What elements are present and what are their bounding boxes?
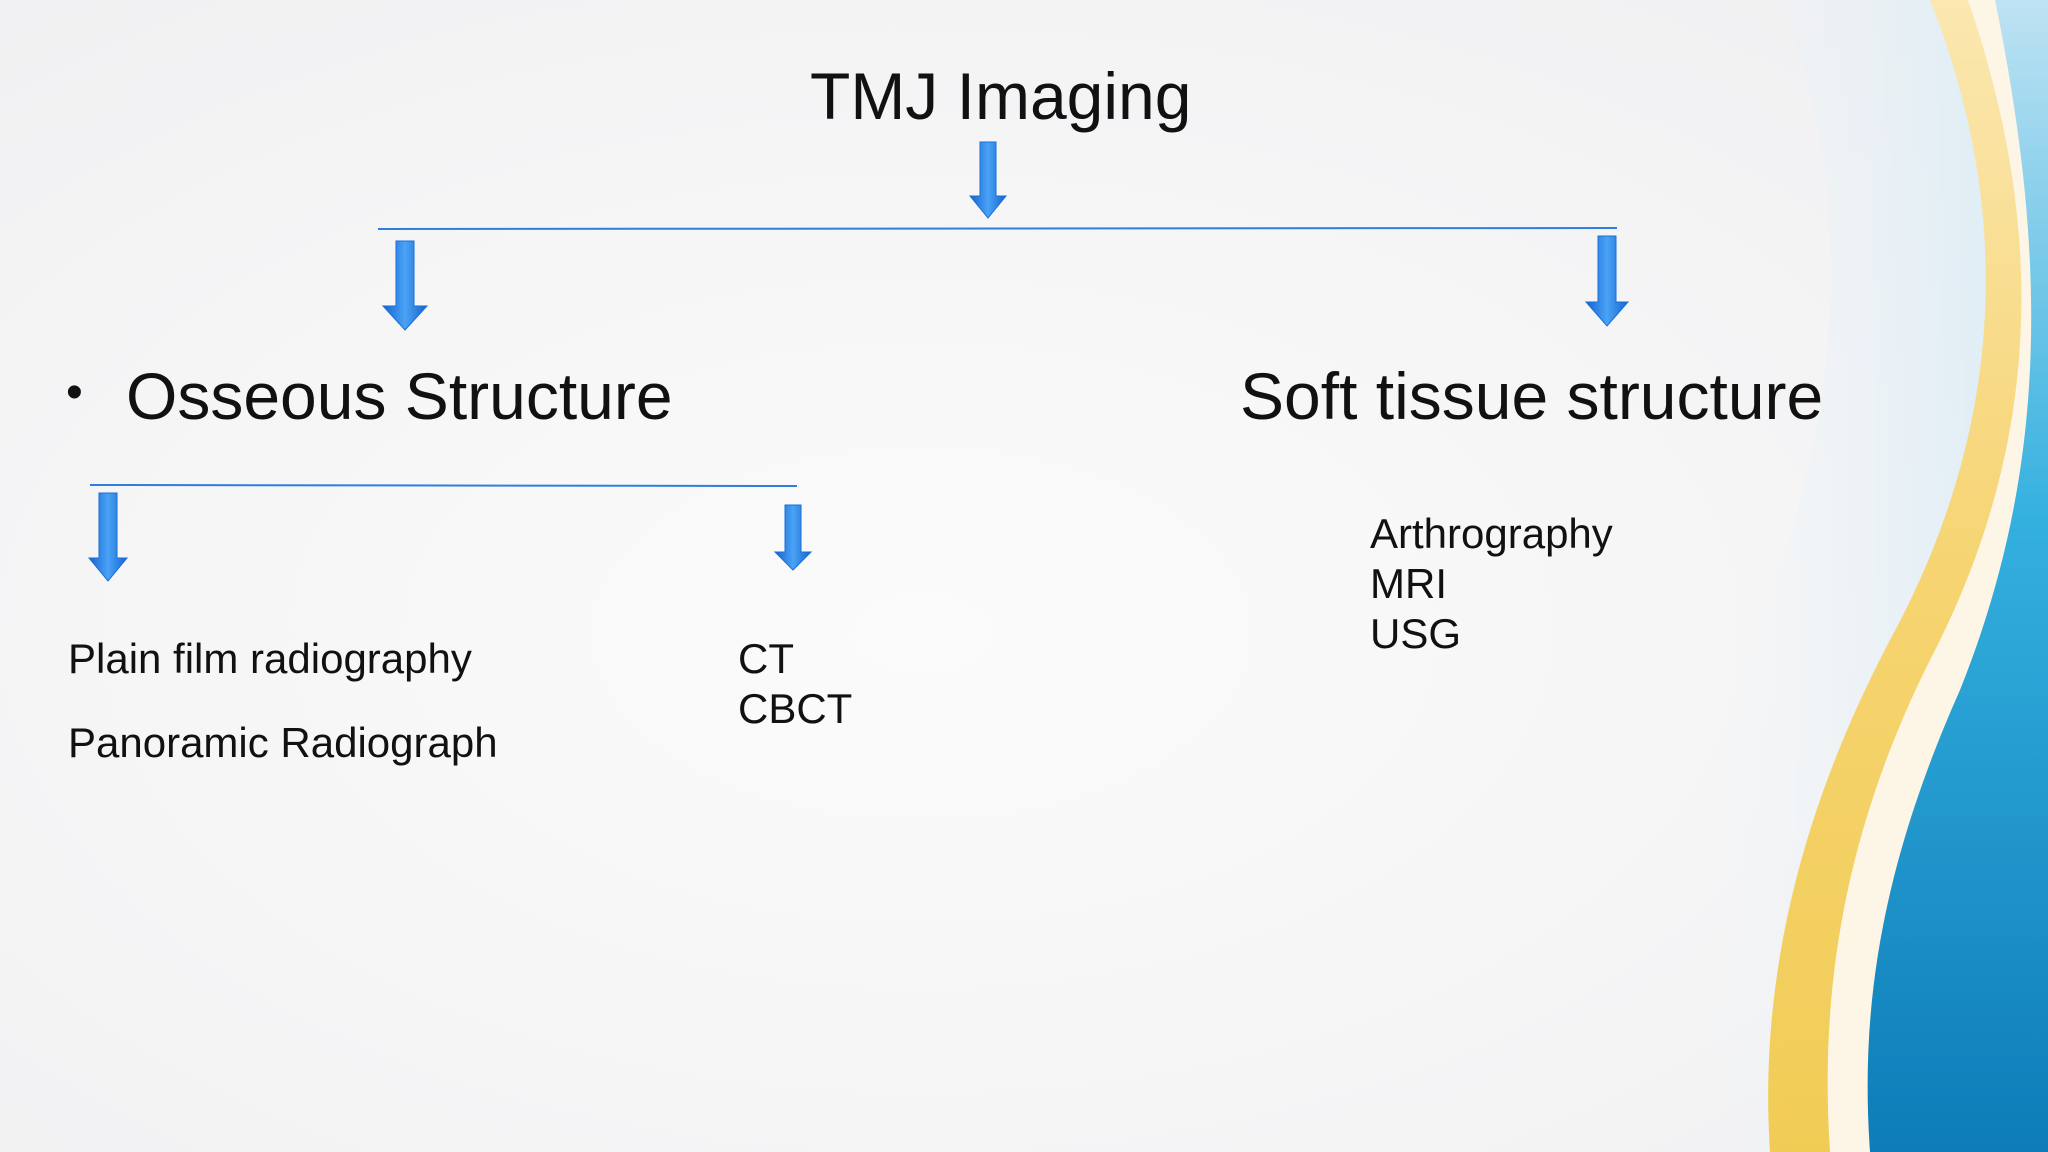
soft-tissue-structure-label: Soft tissue structure [1240,359,1824,433]
panoramic-radiograph-item: Panoramic Radiograph [68,719,498,766]
cbct-item: CBCT [738,685,853,732]
arthrography-item: Arthrography [1370,510,1613,557]
mri-item: MRI [1370,560,1447,607]
arrow-down-icon-plain-film [87,492,129,582]
ct-item: CT [738,635,794,682]
diagram-title: TMJ Imaging [810,59,1192,133]
arrow-down-icon-osseous [381,240,429,331]
usg-item: USG [1370,610,1462,657]
bullet-glyph: • [66,366,83,419]
arrow-down-icon-title [968,141,1008,219]
arrow-down-icon-ct [773,504,813,571]
osseous-branch-line [89,484,798,487]
plain-film-radiography-item: Plain film radiography [68,635,472,682]
osseous-structure-label: Osseous Structure [126,359,673,433]
arrow-down-icon-soft-tissue [1584,235,1630,327]
top-branch-line [377,227,1618,230]
